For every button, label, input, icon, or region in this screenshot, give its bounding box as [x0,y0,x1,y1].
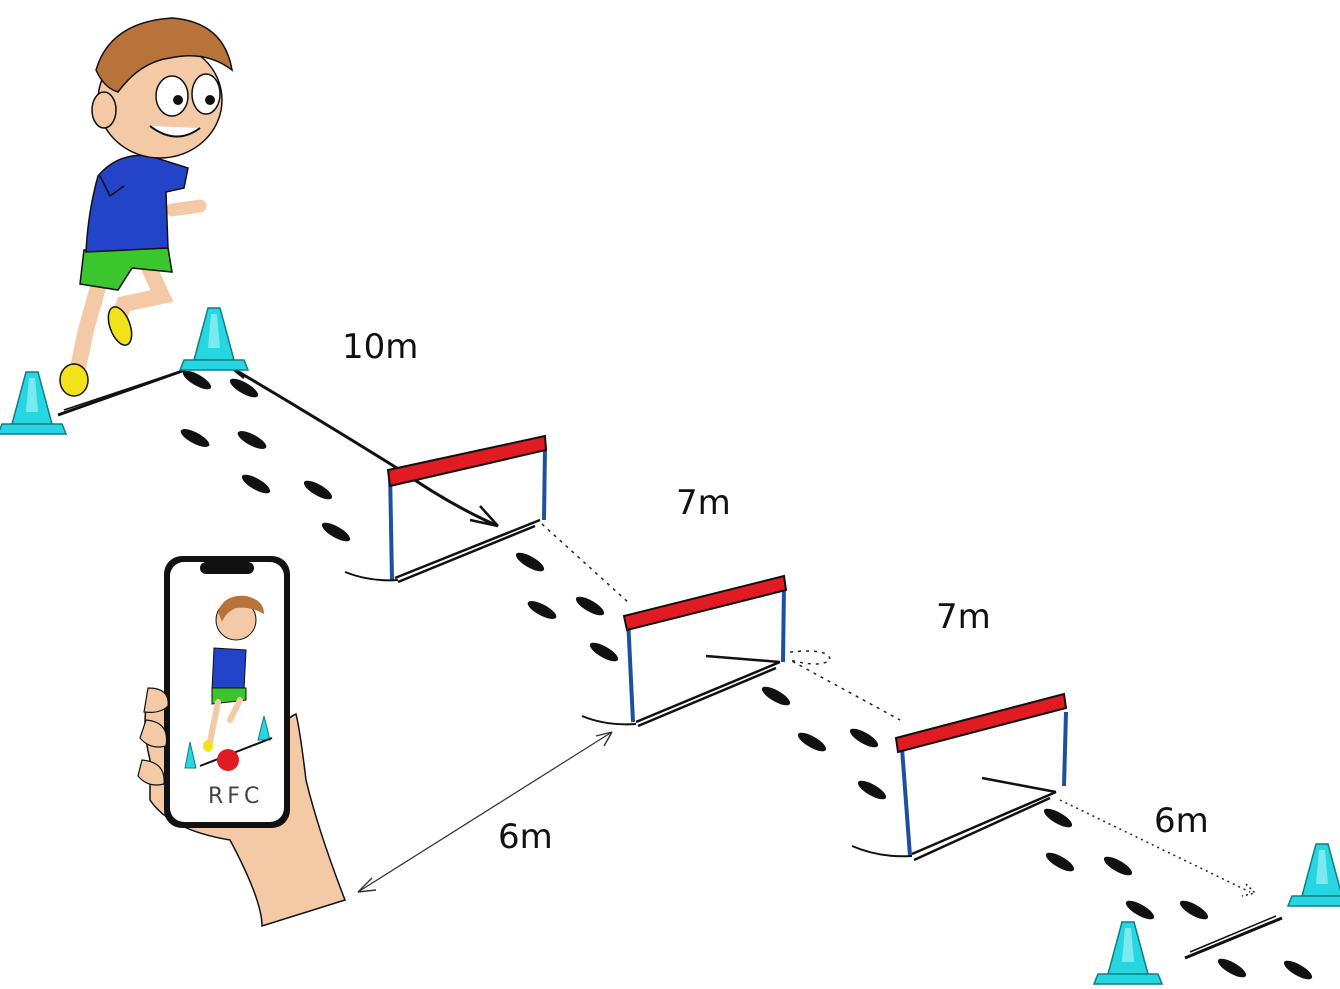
start-line [57,368,186,417]
hurdle-3 [851,692,1068,862]
cone-icon [0,371,67,435]
footprint-icon [573,593,607,619]
footprint-icon [239,471,273,497]
footprint-icon [513,549,547,575]
dotted-run-path [541,523,1257,897]
camera-distance-arrow [357,731,613,893]
footprint-icon [1215,955,1249,981]
footprint-icon [525,597,559,623]
distance-label-start-to-hurdle1: 10m [342,327,419,367]
footprint-icon [847,725,881,751]
footprint-icon [587,639,621,665]
footprint-icon [227,375,261,401]
footprint-icon [1101,853,1135,879]
run-arrow-start-to-hurdle1 [231,364,499,528]
record-button-icon [217,749,239,771]
finish-line [1184,915,1283,960]
footprint-icon [319,519,353,545]
distance-label-hurdle1-to-hurdle2: 7m [676,483,731,523]
cone-icon [1093,921,1163,985]
footprint-icon [235,427,269,453]
cone-icon [1287,843,1340,907]
footprint-icon [1043,849,1077,875]
footprint-icon [795,729,829,755]
hurdle-2 [581,574,788,728]
footprint-icon [180,367,214,393]
footprint-icon [855,777,889,803]
distance-label-hurdle3-to-finish: 6m [1154,801,1209,841]
phone-screen-label: RFC [208,784,264,809]
distance-label-camera-to-hurdle2: 6m [498,817,553,857]
distance-label-hurdle2-to-hurdle3: 7m [936,597,991,637]
footprint-icon [1041,805,1075,831]
footprint-icon [178,425,212,451]
footprint-icon [759,683,793,709]
footprint-icon [301,477,335,503]
phone-icon [137,556,346,928]
footprint-icon [1123,897,1157,923]
runner-figure [59,17,234,397]
footprint-icon [1281,957,1315,983]
cone-icon [179,307,249,371]
hurdle-1 [344,434,548,584]
footprint-icon [1177,897,1211,923]
